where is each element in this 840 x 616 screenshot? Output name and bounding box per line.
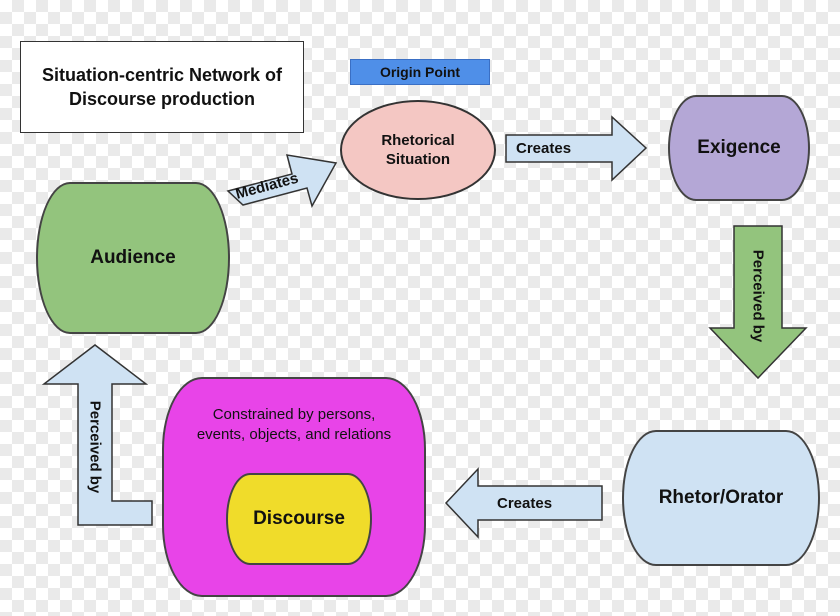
origin-point-label: Origin Point	[350, 59, 490, 85]
discourse-label: Discourse	[253, 508, 345, 529]
diagram-title: Situation-centric Network of Discourse p…	[20, 41, 304, 133]
creates-bottom-label: Creates	[497, 495, 553, 512]
mediates-arrow	[226, 154, 338, 208]
perceived-left-arrow	[41, 344, 153, 526]
perceived-left-label: Perceived by	[86, 400, 104, 494]
audience-node: Audience	[36, 182, 230, 334]
perceived-right-label: Perceived by	[749, 249, 767, 343]
creates-top-label: Creates	[516, 140, 572, 157]
rhetor-label: Rhetor/Orator	[658, 487, 784, 508]
rhetorical-situation-node: Rhetorical Situation	[340, 100, 496, 200]
constraints-label: Constrained by persons, events, objects,…	[196, 406, 392, 443]
discourse-node: Discourse	[226, 473, 372, 565]
creates-top-arrow	[505, 115, 648, 182]
exigence-node: Exigence	[668, 95, 810, 201]
rhetor-node: Rhetor/Orator	[622, 430, 820, 566]
creates-bottom-arrow	[444, 467, 603, 539]
audience-label: Audience	[90, 247, 176, 268]
perceived-right-arrow	[708, 225, 808, 380]
exigence-label: Exigence	[697, 137, 781, 158]
rhetorical-situation-label: Rhetorical Situation	[381, 132, 455, 168]
